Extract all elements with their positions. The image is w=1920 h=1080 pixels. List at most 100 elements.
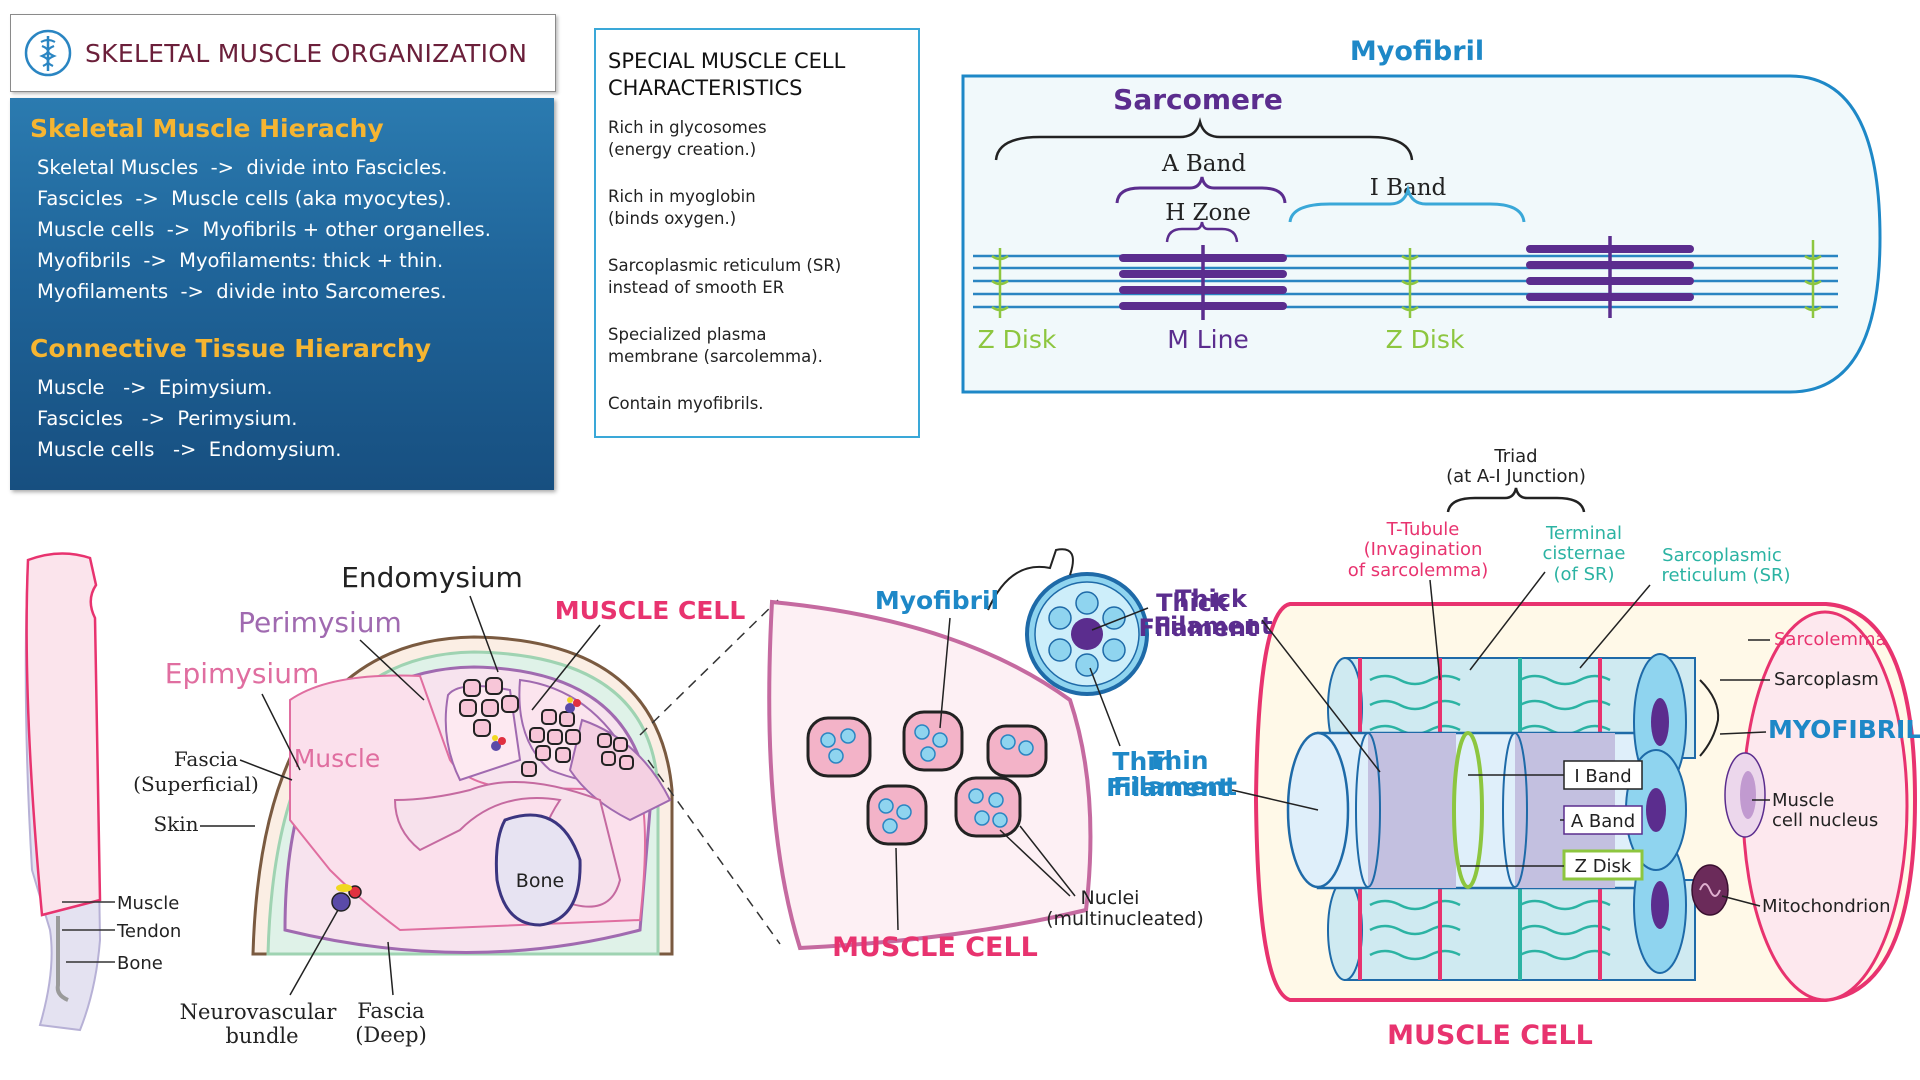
zoom-line	[647, 759, 781, 945]
limb-diagram: Muscle Tendon Bone	[24, 552, 181, 1032]
fascia-deep-label: (Deep)	[355, 1023, 427, 1047]
nucleus-label: cell nucleus	[1772, 810, 1878, 831]
connective-hierarchy-line: Fascicles -> Perimysium.	[37, 407, 298, 430]
skeletal-hierarchy-heading: Skeletal Muscle Hierachy	[30, 114, 384, 143]
myofibril-label: Myofibril	[875, 586, 999, 615]
fascia-superficial-label: (Superficial)	[133, 772, 259, 796]
characteristic-item: Rich in myoglobin (binds oxygen.)	[608, 187, 756, 228]
z-disk-left-label: Z Disk	[978, 325, 1057, 354]
t-tubule-label: T-Tubule	[1386, 519, 1460, 540]
z-disk-right-label: Z Disk	[1386, 325, 1465, 354]
characteristic-item: Contain myofibrils.	[608, 394, 764, 413]
limb-muscle-label: Muscle	[117, 893, 179, 914]
myofibril-diagram: Myofibril Sarcomere A Band H Zone I Band	[961, 36, 1882, 394]
caduceus-icon	[24, 29, 72, 77]
thin-filament-3d-label: Filament	[1113, 772, 1237, 801]
fascicle-region	[568, 718, 672, 822]
nuclei-label: Nuclei	[1081, 887, 1140, 909]
connective-hierarchy-line: Muscle -> Epimysium.	[37, 376, 273, 399]
m-line-label: M Line	[1167, 325, 1249, 354]
muscle-label: Muscle	[294, 744, 381, 773]
thick-filament-3d-label: Filament	[1154, 612, 1273, 640]
cross-section-leader-lines	[200, 595, 601, 996]
h-zone-label: H Zone	[1165, 200, 1251, 226]
page-title: SKELETAL MUSCLE ORGANIZATION	[85, 38, 528, 68]
a-band-box-label: A Band	[1571, 811, 1635, 832]
connective-hierarchy-line: Muscle cells -> Endomysium.	[37, 438, 342, 461]
thick-filament-3d-label: Thick	[1175, 585, 1248, 613]
nuclei-label: (multinucleated)	[1046, 908, 1204, 930]
neurovascular-label: Neurovascular	[180, 1000, 338, 1024]
myofibril-tube	[961, 74, 1882, 394]
skeletal-hierarchy-line: Muscle cells -> Myofibrils + other organ…	[37, 218, 491, 241]
fascia-superficial-label: Fascia	[174, 747, 238, 771]
sarcomere-label: Sarcomere	[1113, 83, 1283, 116]
i-band-brace	[1288, 184, 1526, 223]
characteristics-heading: SPECIAL MUSCLE CELL CHARACTERISTICS	[608, 48, 908, 102]
fascicle-detail-diagram: Myofibril Thick Filament Thin Filament N…	[767, 548, 1258, 963]
muscle-cell-label: MUSCLE CELL	[555, 596, 746, 625]
mitochondrion-label: Mitochondrion	[1762, 896, 1891, 917]
t-tubule-label: (Invagination	[1364, 539, 1483, 560]
muscle-cell-3d-label: MUSCLE CELL	[1387, 1020, 1593, 1051]
thin-filament-label: Thin	[1112, 747, 1173, 776]
thin-filament-label: Filament	[1106, 773, 1230, 802]
terminal-cisternae-label: Terminal	[1545, 523, 1622, 544]
characteristic-item: Sarcoplasmic reticulum (SR) instead of s…	[608, 256, 842, 297]
thin-filament-3d-label: Thin	[1147, 746, 1208, 775]
muscle-cells	[459, 677, 634, 777]
sr-label: reticulum (SR)	[1661, 565, 1790, 586]
i-band-box-label: I Band	[1574, 766, 1631, 787]
limb-muscle	[25, 552, 102, 917]
fascia-deep-label: Fascia	[357, 999, 424, 1023]
skeletal-hierarchy-line: Myofilaments -> divide into Sarcomeres.	[37, 280, 447, 303]
skeletal-hierarchy-line: Myofibrils -> Myofilaments: thick + thin…	[37, 249, 444, 272]
hierarchy-panel: Skeletal Muscle Hierachy Skeletal Muscle…	[10, 98, 554, 490]
characteristic-item: Specialized plasma membrane (sarcolemma)…	[608, 325, 823, 366]
perimysium-label: Perimysium	[238, 606, 402, 639]
fascicle-slice	[767, 599, 1093, 951]
muscle-cell-3d-diagram: I Band A Band Z Disk Triad (at A-I Junct…	[1113, 446, 1920, 1051]
characteristic-item: Rich in glycosomes (energy creation.)	[608, 118, 767, 159]
limb-bone-label: Bone	[117, 953, 163, 974]
characteristics-box: SPECIAL MUSCLE CELL CHARACTERISTICS Rich…	[594, 28, 920, 438]
characteristics-heading-line: CHARACTERISTICS	[608, 76, 803, 100]
myofibrils	[820, 724, 1034, 834]
limb-tendon	[55, 916, 69, 1002]
connective-hierarchy-heading: Connective Tissue Hierarchy	[30, 334, 432, 363]
title-box: SKELETAL MUSCLE ORGANIZATION	[10, 14, 556, 92]
bone-label: Bone	[516, 870, 564, 892]
triad-label: (at A-I Junction)	[1446, 466, 1586, 487]
muscle-cell-label: MUSCLE CELL	[832, 932, 1038, 963]
neurovascular-bundle	[331, 697, 581, 912]
a-band-brace	[1115, 176, 1287, 204]
limb-tendon-label: Tendon	[116, 921, 181, 942]
z-disk-box-label: Z Disk	[1575, 856, 1632, 877]
skeletal-hierarchy-line: Skeletal Muscles -> divide into Fascicle…	[37, 156, 448, 179]
terminal-cisternae-label: (of SR)	[1553, 564, 1614, 585]
z-disks	[991, 240, 1822, 318]
fascicle-leader-lines	[895, 607, 1149, 931]
bone-cross-section	[494, 813, 582, 927]
cross-section-diagram: Bone Muscle Endomysium Perimysium Epimys…	[133, 561, 781, 1048]
skin-label: Skin	[153, 812, 198, 836]
neurovascular-label: bundle	[225, 1024, 298, 1048]
skeletal-hierarchy-line: Fascicles -> Muscle cells (aka myocytes)…	[37, 187, 452, 210]
thick-filament-label: Filament	[1139, 614, 1258, 642]
triad-label: Triad	[1493, 446, 1537, 467]
sarcomere-brace	[994, 117, 1414, 161]
thin-filament	[1048, 591, 1126, 677]
epimysium-label: Epimysium	[165, 657, 319, 690]
sarcoplasm-label: Sarcoplasm	[1774, 669, 1879, 690]
characteristics-heading-line: SPECIAL MUSCLE CELL	[608, 49, 846, 73]
myofibril-title: Myofibril	[1350, 36, 1484, 67]
band-leader-lines	[1460, 774, 1564, 867]
sarcolemma-label: Sarcolemma	[1774, 629, 1887, 650]
a-band-label: A Band	[1161, 151, 1246, 177]
sr-label: Sarcoplasmic	[1662, 545, 1782, 566]
myofibril-3d-label: MYOFIBRIL	[1768, 715, 1920, 744]
triad-brace	[1446, 487, 1586, 513]
zoom-line	[639, 599, 779, 736]
endomysium-label: Endomysium	[341, 561, 523, 594]
